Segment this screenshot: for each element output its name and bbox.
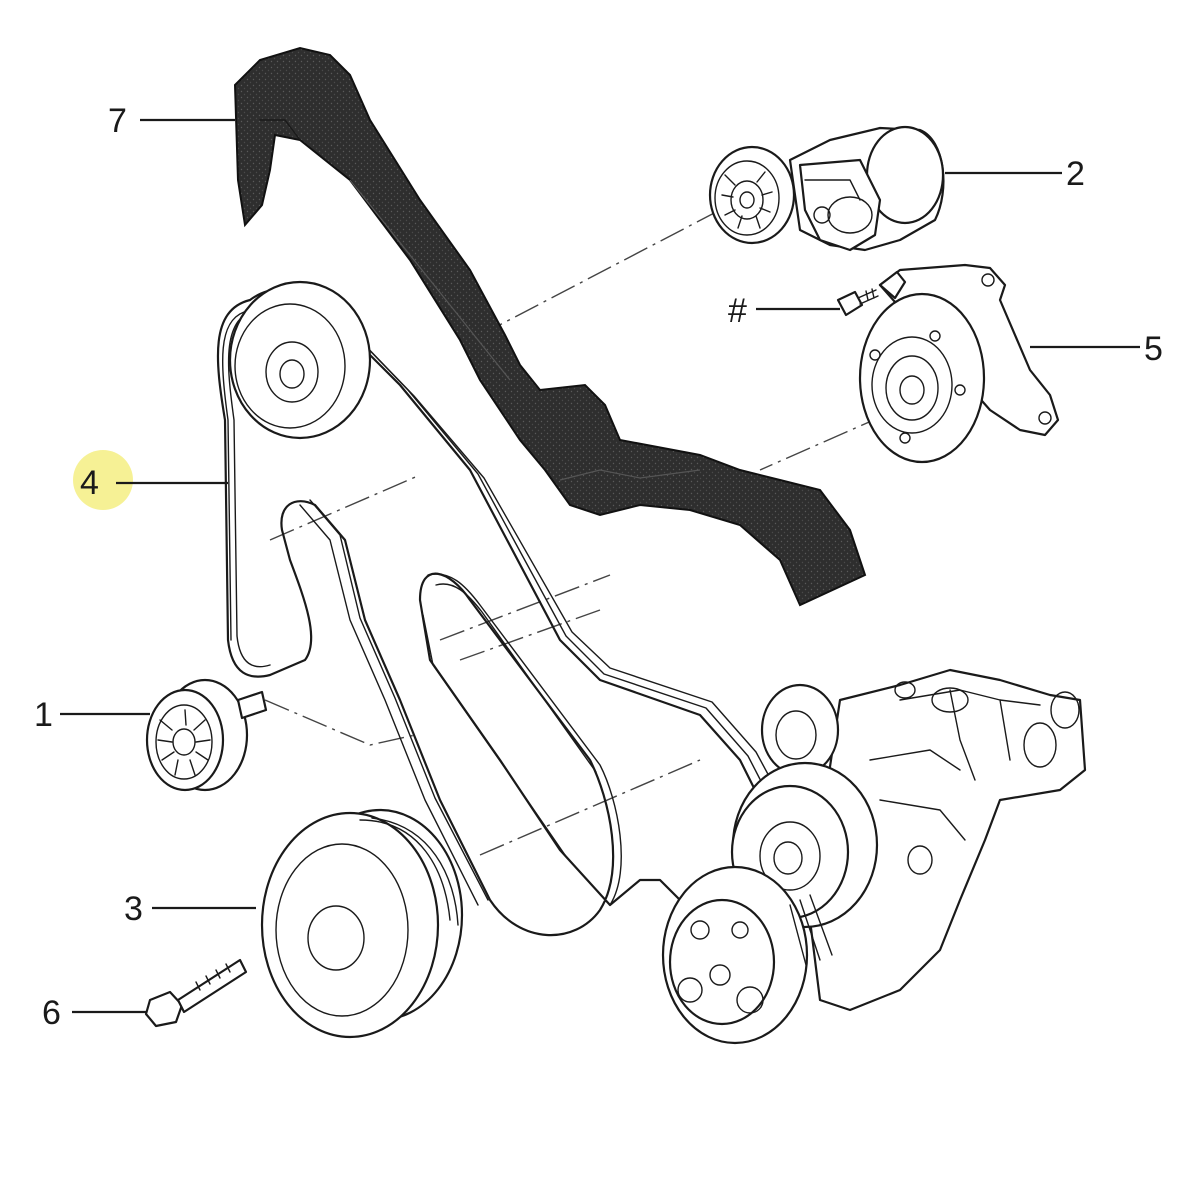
belt-cover-part-7 [233, 46, 867, 607]
crank-pulley-part-3 [260, 808, 464, 1039]
drive-belt-part-4 [216, 287, 791, 937]
callout-label-3: 3 [124, 890, 143, 928]
callout-label-2: 2 [1066, 155, 1085, 193]
callout-labels: 7 2 # 5 4 1 3 6 [34, 102, 1163, 1032]
upper-idler-pulley [228, 280, 372, 440]
tensioner-part-2 [708, 125, 945, 252]
mounting-bolt-hash [836, 288, 879, 317]
callout-leaders [60, 118, 1140, 1014]
callout-label-1: 1 [34, 696, 53, 734]
callout-label-5: 5 [1144, 330, 1163, 368]
accessory-assembly [661, 668, 1087, 1045]
idler-pulley-part-1 [145, 678, 268, 792]
callout-label-4: 4 [80, 464, 99, 502]
callout-label-7: 7 [108, 102, 127, 140]
callout-label-6: 6 [42, 994, 61, 1032]
idler-bracket-part-5 [858, 263, 1060, 464]
callout-4-highlight [73, 450, 133, 510]
crank-bolt-part-6 [144, 958, 248, 1028]
callout-label-hash: # [728, 292, 747, 330]
